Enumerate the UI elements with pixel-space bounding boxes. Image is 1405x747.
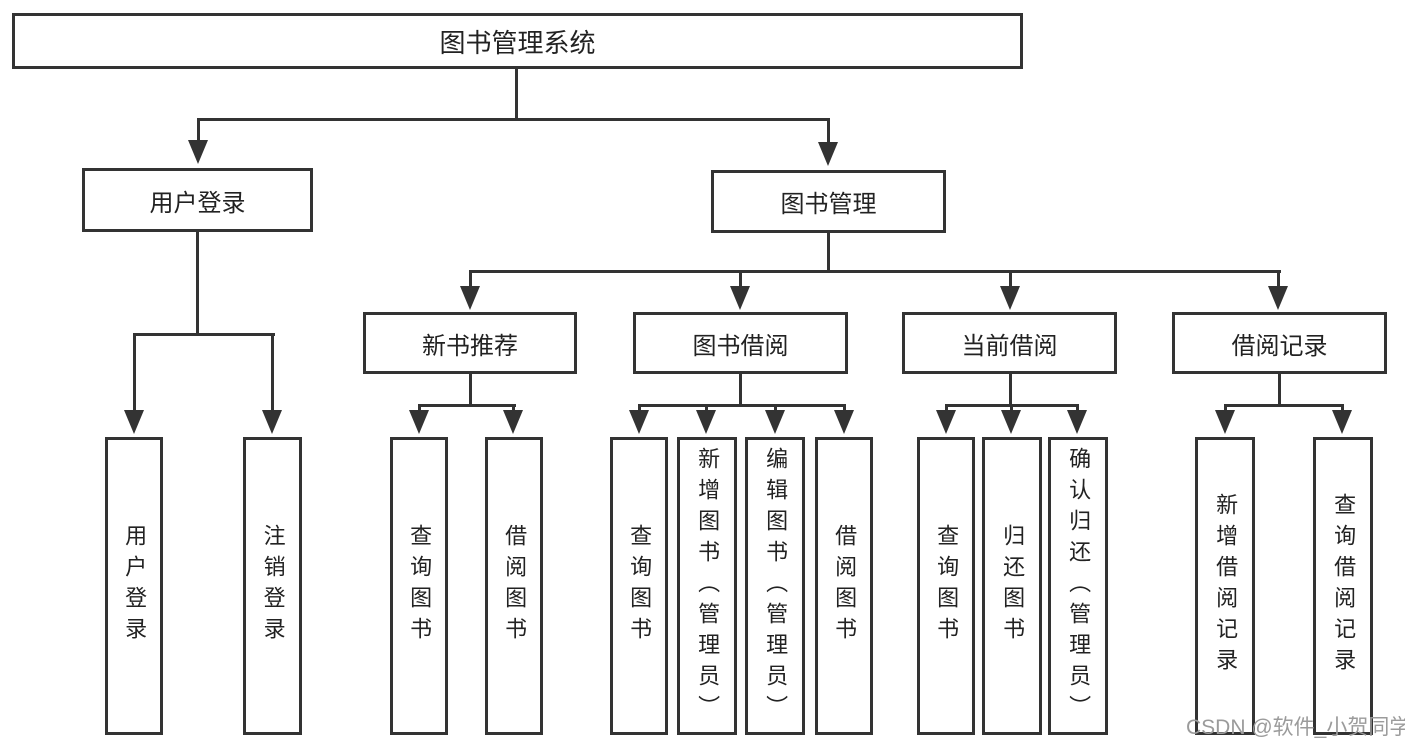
leaf-label: 用户登录 [122,524,148,648]
connector-line [1277,270,1280,286]
leaf-borrowing-query-books: 查询图书 [610,437,668,735]
connector-line [469,270,472,286]
connector-line [197,118,200,142]
arrowhead-down-icon [409,410,429,434]
arrowhead-down-icon [1215,410,1235,434]
arrowhead-down-icon [188,140,208,164]
arrowhead-down-icon [834,410,854,434]
connector-line [638,404,846,407]
connector-line [133,333,136,410]
node-book-borrowing: 图书借阅 [633,312,848,374]
leaf-label: 查询借阅记录 [1331,493,1357,679]
node-book-management: 图书管理 [711,170,946,233]
connector-line [638,404,641,412]
leaf-current-query-books: 查询图书 [917,437,975,735]
leaf-recommend-query-books: 查询图书 [390,437,448,735]
leaf-label: 新增图书（管理员） [695,446,721,726]
arrowhead-down-icon [629,410,649,434]
connector-line [515,68,518,121]
connector-line [739,374,742,406]
leaf-label: 借阅图书 [832,524,858,648]
arrowhead-down-icon [1332,410,1352,434]
node-user-login: 用户登录 [82,168,313,232]
node-library-management-system: 图书管理系统 [12,13,1023,69]
connector-line [945,404,948,412]
arrowhead-down-icon [124,410,144,434]
arrowhead-down-icon [1067,410,1087,434]
leaf-label: 借阅图书 [502,524,528,648]
connector-line [1010,404,1013,412]
connector-line [1009,270,1012,286]
arrowhead-down-icon [730,286,750,310]
connector-line [1224,404,1227,412]
arrowhead-down-icon [818,142,838,166]
arrowhead-down-icon [503,410,523,434]
connector-line [1076,404,1079,412]
connector-line [739,270,742,286]
arrowhead-down-icon [936,410,956,434]
arrowhead-down-icon [765,410,785,434]
arrowhead-down-icon [696,410,716,434]
connector-line [1341,404,1344,412]
connector-line [1278,374,1281,406]
connector-line [469,374,472,406]
leaf-label: 归还图书 [1000,524,1026,648]
connector-line [1009,374,1012,406]
connector-line [1224,404,1344,407]
connector-line [512,404,515,412]
leaf-return-books: 归还图书 [982,437,1042,735]
node-current-borrowing: 当前借阅 [902,312,1117,374]
leaf-query-borrow-record: 查询借阅记录 [1313,437,1373,735]
connector-line [271,333,274,410]
leaf-confirm-return-admin: 确认归还（管理员） [1048,437,1108,735]
connector-line [774,404,777,412]
leaf-label: 确认归还（管理员） [1066,446,1092,726]
leaf-label: 新增借阅记录 [1213,493,1239,679]
connector-line [196,232,199,336]
connector-line [827,233,830,273]
arrowhead-down-icon [1001,410,1021,434]
connector-line [827,118,830,144]
leaf-user-login: 用户登录 [105,437,163,735]
leaf-label: 查询图书 [934,524,960,648]
arrowhead-down-icon [1000,286,1020,310]
csdn-watermark: CSDN @软件_小贺同学 [1186,716,1405,739]
leaf-edit-books-admin: 编辑图书（管理员） [745,437,805,735]
connector-line [133,333,275,336]
leaf-label: 查询图书 [407,524,433,648]
leaf-add-books-admin: 新增图书（管理员） [677,437,737,735]
connector-line [843,404,846,412]
leaf-label: 查询图书 [627,524,653,648]
arrowhead-down-icon [460,286,480,310]
node-borrowing-records: 借阅记录 [1172,312,1387,374]
arrowhead-down-icon [1268,286,1288,310]
node-new-book-recommendation: 新书推荐 [363,312,577,374]
connector-line [705,404,708,412]
arrowhead-down-icon [262,410,282,434]
connector-line [197,118,830,121]
connector-line [418,404,516,407]
leaf-add-borrow-record: 新增借阅记录 [1195,437,1255,735]
connector-line [418,404,421,412]
leaf-borrowing-borrow-books: 借阅图书 [815,437,873,735]
leaf-label: 编辑图书（管理员） [763,446,789,726]
connector-line [469,270,1281,273]
leaf-logout: 注销登录 [243,437,302,735]
leaf-label: 注销登录 [260,524,286,648]
leaf-recommend-borrow-books: 借阅图书 [485,437,543,735]
